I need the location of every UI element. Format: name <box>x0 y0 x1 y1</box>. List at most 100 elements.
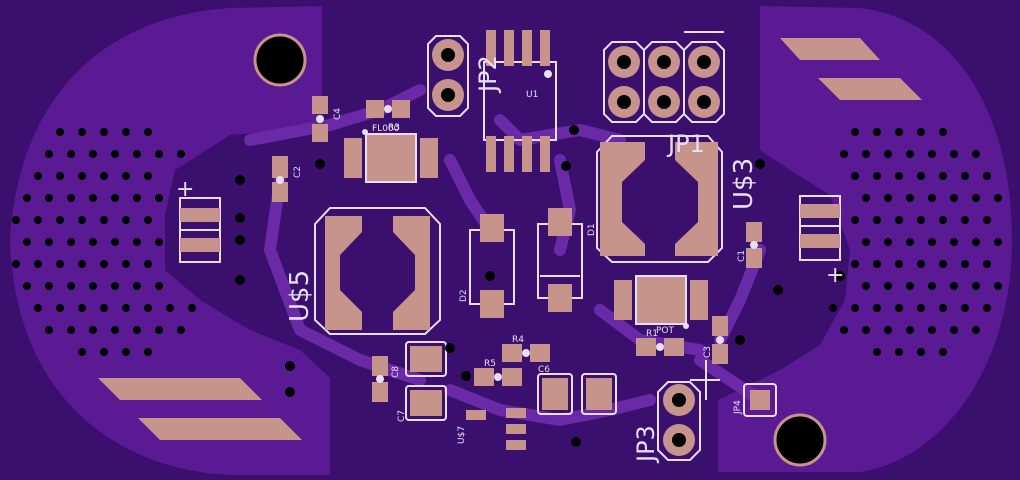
via <box>67 150 75 158</box>
via <box>928 326 936 334</box>
header-hole <box>617 55 631 69</box>
label-us5: U$5 <box>285 270 315 322</box>
label-jp2: JP2 <box>474 55 502 94</box>
via <box>89 282 97 290</box>
via <box>884 194 892 202</box>
via <box>177 326 185 334</box>
via <box>89 238 97 246</box>
via <box>873 260 881 268</box>
via <box>78 216 86 224</box>
via <box>78 172 86 180</box>
via <box>939 348 947 356</box>
via <box>851 260 859 268</box>
via <box>895 216 903 224</box>
via <box>89 150 97 158</box>
via <box>133 194 141 202</box>
mounting-hole-top-left <box>253 33 307 87</box>
via <box>906 194 914 202</box>
via <box>972 326 980 334</box>
label-r5: R5 <box>484 359 496 369</box>
via <box>133 238 141 246</box>
header-hole <box>657 55 671 69</box>
potentiometer <box>614 275 708 329</box>
label-c1: C1 <box>737 250 747 262</box>
via <box>829 304 837 312</box>
label-us3: U$3 <box>729 158 759 210</box>
via <box>939 304 947 312</box>
via <box>928 238 936 246</box>
via <box>983 304 991 312</box>
via <box>994 194 1002 202</box>
via <box>34 304 42 312</box>
ic-u1 <box>483 30 557 172</box>
via <box>840 150 848 158</box>
via <box>144 172 152 180</box>
via <box>950 150 958 158</box>
via <box>155 194 163 202</box>
via <box>111 326 119 334</box>
via <box>950 326 958 334</box>
passives <box>272 96 762 450</box>
via <box>78 128 86 136</box>
via <box>155 150 163 158</box>
via <box>67 194 75 202</box>
via <box>961 304 969 312</box>
header-outline <box>603 41 645 123</box>
via <box>144 348 152 356</box>
label-pot: POT <box>656 326 675 336</box>
via <box>961 260 969 268</box>
via <box>873 216 881 224</box>
via <box>78 348 86 356</box>
via <box>144 304 152 312</box>
via <box>34 172 42 180</box>
via <box>884 238 892 246</box>
via <box>862 326 870 334</box>
via <box>917 348 925 356</box>
via <box>166 304 174 312</box>
via <box>122 304 130 312</box>
via <box>994 282 1002 290</box>
via <box>23 194 31 202</box>
via <box>34 216 42 224</box>
via <box>144 128 152 136</box>
via <box>100 348 108 356</box>
via <box>67 326 75 334</box>
header-outline <box>683 41 725 123</box>
header-hole <box>657 95 671 109</box>
via <box>100 304 108 312</box>
via <box>939 172 947 180</box>
label-plus-left: + <box>176 177 194 202</box>
via <box>111 150 119 158</box>
via <box>122 260 130 268</box>
via <box>56 304 64 312</box>
via <box>972 194 980 202</box>
label-u1: U1 <box>526 90 538 100</box>
via <box>862 282 870 290</box>
connector-left <box>179 197 221 263</box>
via <box>133 326 141 334</box>
via-grid-left <box>12 128 196 356</box>
via <box>122 216 130 224</box>
via <box>917 304 925 312</box>
via <box>23 282 31 290</box>
via <box>89 326 97 334</box>
header-hole <box>697 95 711 109</box>
via <box>34 260 42 268</box>
via <box>45 238 53 246</box>
via <box>928 194 936 202</box>
via <box>122 348 130 356</box>
via <box>155 282 163 290</box>
via <box>983 172 991 180</box>
via <box>873 172 881 180</box>
via <box>895 348 903 356</box>
via <box>188 304 196 312</box>
via <box>939 128 947 136</box>
via <box>155 326 163 334</box>
via <box>906 326 914 334</box>
via <box>56 216 64 224</box>
via <box>862 238 870 246</box>
via <box>884 150 892 158</box>
via <box>950 282 958 290</box>
via <box>939 260 947 268</box>
